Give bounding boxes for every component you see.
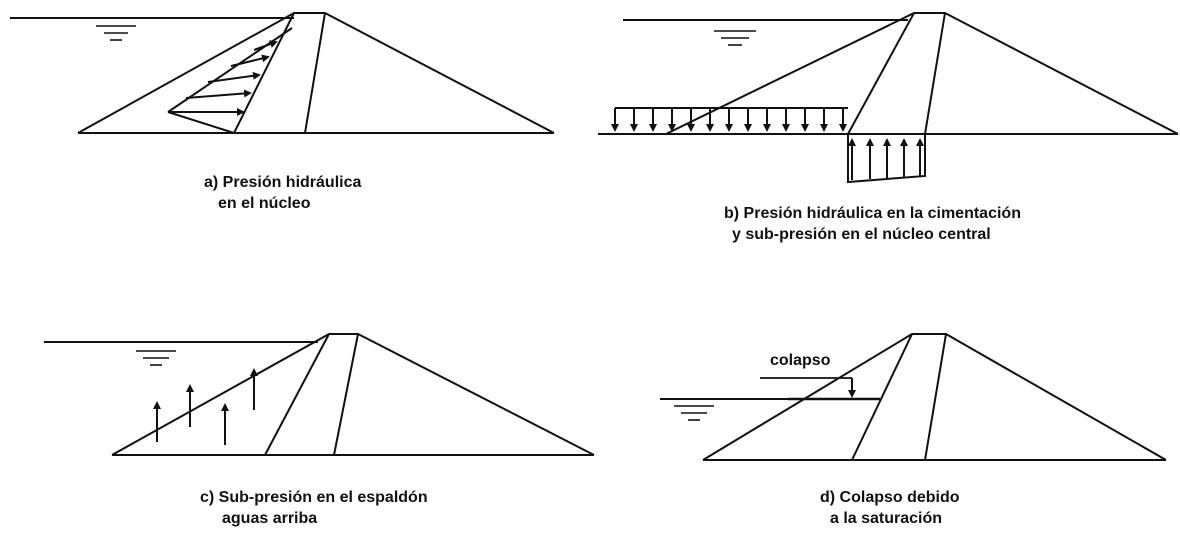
core-uplift-b xyxy=(847,134,926,184)
dam-outline-d xyxy=(702,333,1167,461)
caption-panel-b: b) Presión hidráulica en la cimentación … xyxy=(724,203,1021,245)
dam-outline-c xyxy=(111,333,595,456)
panel-c xyxy=(44,333,595,456)
caption-c-line1: c) Sub-presión en el espaldón xyxy=(200,489,428,506)
caption-b-line1: b) Presión hidráulica en la cimentación xyxy=(724,205,1021,222)
core-downstream-face-a xyxy=(304,12,326,134)
caption-a-line2: en el núcleo xyxy=(218,195,311,212)
foundation-pressure-b xyxy=(611,107,848,132)
core-upstream-face-b xyxy=(847,12,915,135)
caption-d-line1: d) Colapso debido xyxy=(820,489,960,506)
caption-panel-a: a) Presión hidráulica en el núcleo xyxy=(204,172,361,214)
caption-d-line2: a la saturación xyxy=(830,510,943,527)
dam-outline-a xyxy=(77,12,555,134)
panel-b xyxy=(598,12,1179,184)
caption-c-line2: aguas arriba xyxy=(222,510,318,527)
caption-a-line1: a) Presión hidráulica xyxy=(204,174,362,191)
caption-b-line2: y sub-presión en el núcleo central xyxy=(732,226,991,243)
dam-outline-b xyxy=(665,12,1179,135)
core-upstream-face-a xyxy=(233,12,295,134)
caption-panel-c: c) Sub-presión en el espaldón aguas arri… xyxy=(200,487,428,529)
water-level-symbol-c xyxy=(136,350,176,366)
water-level-symbol-b xyxy=(714,30,756,46)
uplift-arrows-c xyxy=(153,368,258,445)
core-upstream-face-d xyxy=(851,333,913,461)
core-upstream-face-c xyxy=(264,333,330,456)
panel-d xyxy=(660,333,1167,461)
collapse-label: colapso xyxy=(770,352,831,369)
water-level-symbol-d xyxy=(674,405,714,421)
core-downstream-face-d xyxy=(924,333,947,461)
caption-panel-d: d) Colapso debido a la saturación xyxy=(820,487,960,529)
water-level-symbol-a xyxy=(96,25,136,41)
core-downstream-face-b xyxy=(924,12,946,135)
pressure-diagram-a xyxy=(167,27,293,134)
core-downstream-face-c xyxy=(333,333,359,456)
panel-a xyxy=(10,12,555,134)
